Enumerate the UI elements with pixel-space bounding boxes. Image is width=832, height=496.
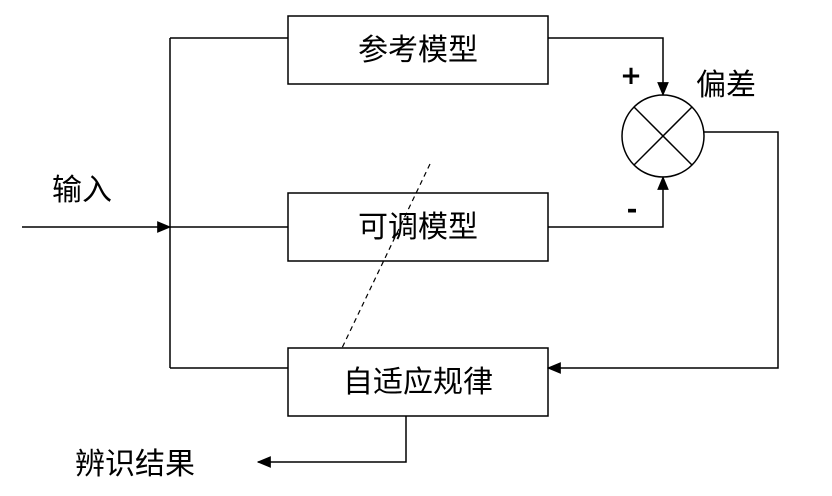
- adjustable-output-arrow: [548, 175, 669, 228]
- adjustable-model-block: 可调模型: [287, 192, 549, 262]
- reference-model-label: 参考模型: [358, 33, 478, 68]
- reference-output-arrow: [548, 37, 669, 97]
- minus-sign: -: [627, 195, 638, 225]
- result-output-arrow: [256, 416, 407, 468]
- error-label: 偏差: [696, 68, 756, 103]
- error-feedback-arrow: [546, 131, 779, 374]
- reference-model-block: 参考模型: [287, 15, 549, 85]
- adjustable-model-label: 可调模型: [358, 210, 478, 245]
- adaptive-law-label: 自适应规律: [343, 365, 493, 400]
- adjustment-dashed-line: [341, 163, 431, 349]
- input-label: 输入: [52, 173, 112, 208]
- summing-junction: [621, 94, 705, 178]
- result-label: 辨识结果: [75, 447, 195, 482]
- plus-sign: +: [620, 61, 642, 91]
- adaptive-law-block: 自适应规律: [287, 347, 549, 417]
